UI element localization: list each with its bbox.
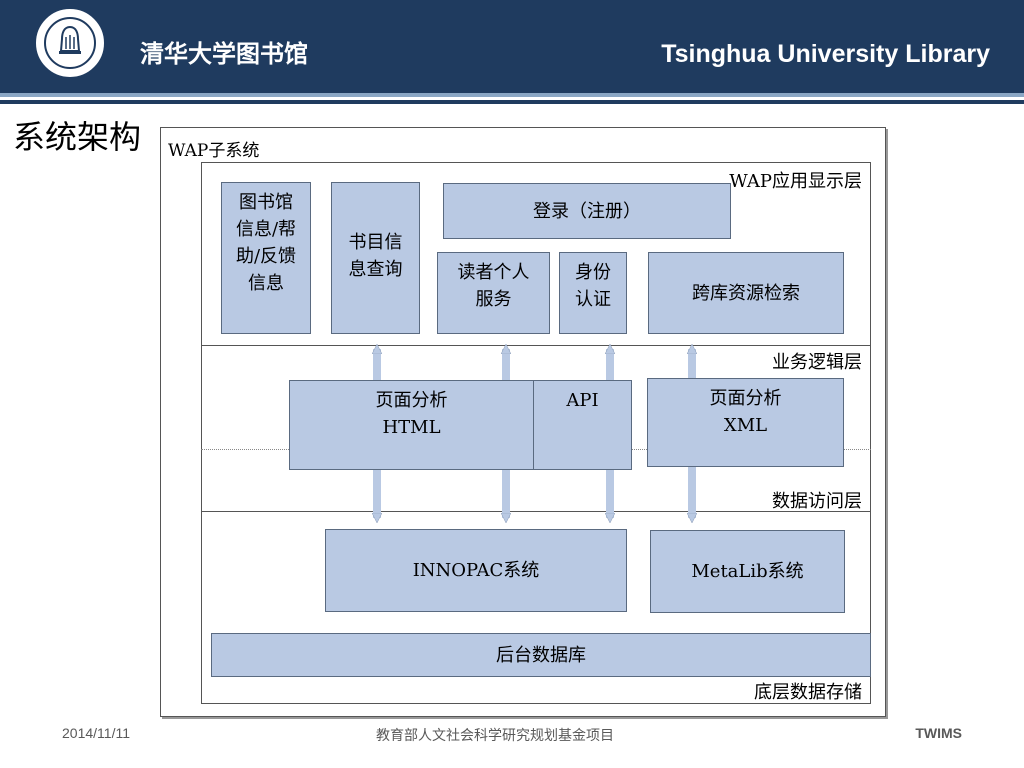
layer-label-logic: 业务逻辑层 [772,352,862,373]
api-box: API [533,380,632,470]
metalib-system-box: MetaLib系统 [650,530,845,613]
footer-project: 教育部人文社会科学研究规划基金项目 [376,727,614,743]
wap-subsystem-label: WAP子系统 [168,141,260,161]
slide-title: 系统架构 [13,118,142,156]
identity-auth-box: 身份 认证 [559,252,627,334]
footer-date: 2014/11/11 [62,725,130,741]
backend-database-box: 后台数据库 [211,633,871,677]
library-info-box: 图书馆 信息/帮 助/反馈 信息 [221,182,311,334]
layer-label-app: WAP应用显示层 [729,171,862,192]
header-title-chinese: 清华大学图书馆 [140,40,308,68]
layer-divider-app-logic [201,345,871,346]
cross-search-box: 跨库资源检索 [648,252,844,334]
layers-frame [201,162,871,704]
page-parse-html-box: 页面分析 HTML [289,380,534,470]
university-seal-logo [36,9,104,77]
header-divider-dark [0,100,1024,104]
footer-brand: TWIMS [915,725,962,741]
login-box: 登录（注册） [443,183,731,239]
layer-label-access: 数据访问层 [772,491,862,512]
bell-icon [59,25,81,54]
page-parse-xml-box: 页面分析 XML [647,378,844,467]
layer-divider-access-storage [201,511,871,512]
catalog-search-box: 书目信 息查询 [331,182,420,334]
innopac-system-box: INNOPAC系统 [325,529,627,612]
layer-label-storage: 底层数据存储 [754,682,862,703]
header-bar [0,0,1024,93]
header-divider-light [0,93,1024,97]
reader-service-box: 读者个人 服务 [437,252,550,334]
header-title-english: Tsinghua University Library [661,40,990,68]
